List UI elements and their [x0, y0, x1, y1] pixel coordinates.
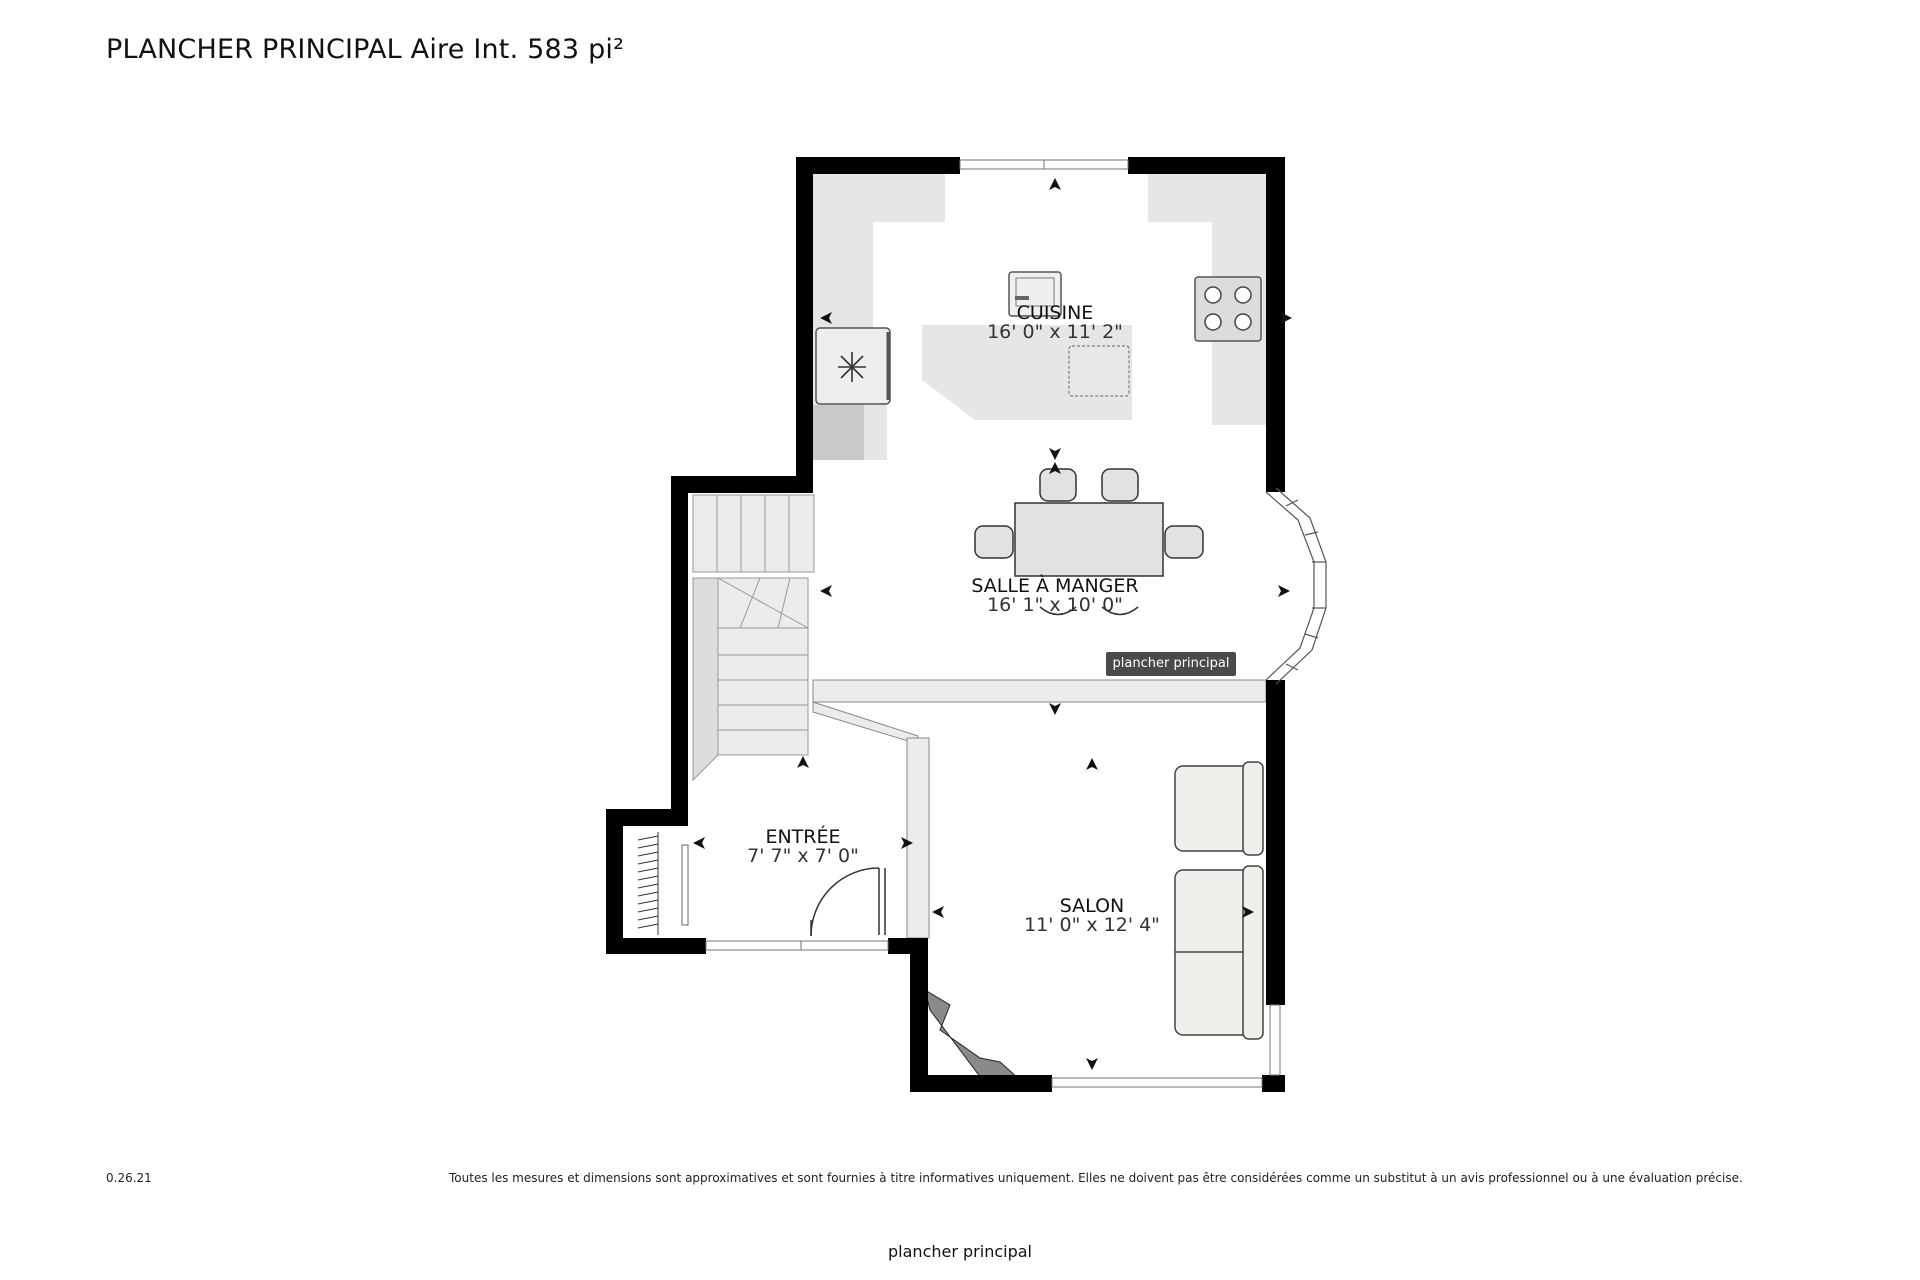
area-label: Aire Int. 583 pi² [410, 34, 625, 65]
partition-wall [812, 679, 1267, 703]
kitchen-dims: 16' 0" x 11' 2" [987, 321, 1123, 343]
page-title: PLANCHER PRINCIPAL Aire Int. 583 pi² [106, 34, 624, 65]
floor-name: PLANCHER PRINCIPAL [106, 34, 402, 65]
dining-dims: 16' 1" x 10' 0" [987, 594, 1123, 616]
exterior-walls [606, 157, 1285, 1092]
windows [705, 159, 1281, 1088]
entry-dims: 7' 7" x 7' 0" [747, 845, 859, 867]
version-number: 0.26.21 [106, 1171, 152, 1185]
bay-window [1265, 487, 1327, 685]
sink-icon [1008, 271, 1062, 317]
entry-living-wall [906, 737, 930, 939]
living-dims: 11' 0" x 12' 4" [1024, 914, 1160, 936]
staircase [692, 494, 815, 782]
floor-tag: plancher principal [1106, 652, 1236, 676]
footer-caption: plancher principal [888, 1242, 1032, 1261]
dining-name: SALLE À MANGER [971, 574, 1138, 597]
fridge-icon [815, 327, 891, 405]
entry-closet [630, 830, 689, 940]
living-furniture [1174, 761, 1264, 1040]
disclaimer-text: Toutes les mesures et dimensions sont ap… [449, 1171, 1743, 1185]
fireplace-icon [924, 988, 1021, 1091]
living-name: SALON [1060, 895, 1125, 917]
stove-icon [1194, 276, 1262, 342]
dishwasher-icon [1068, 345, 1130, 397]
counter-end [812, 405, 864, 460]
entry-partition [812, 701, 919, 745]
entry-name: ENTRÉE [765, 825, 840, 848]
kitchen-name: CUISINE [1017, 302, 1094, 324]
dining-set [974, 468, 1204, 616]
dimension-arrows [693, 178, 1292, 1070]
entry-door [810, 867, 886, 937]
